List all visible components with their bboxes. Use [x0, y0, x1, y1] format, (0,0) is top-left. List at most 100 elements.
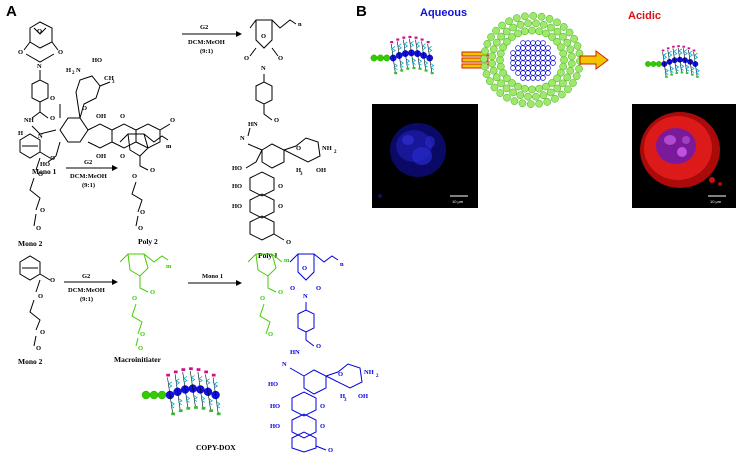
svg-text:N: N — [282, 361, 287, 368]
svg-text:O: O — [260, 295, 265, 302]
macroinitiator-label: Macroinitiater — [114, 355, 162, 364]
poly1-label: Poly 1 — [258, 251, 278, 260]
svg-text:HN: HN — [290, 349, 300, 356]
svg-text:O: O — [36, 345, 41, 352]
micelle — [480, 12, 584, 108]
confocal-image-aqueous: 10 μm — [372, 104, 478, 208]
svg-text:H: H — [296, 167, 301, 174]
svg-text:O: O — [38, 171, 43, 178]
svg-text:O: O — [316, 343, 321, 350]
copy-dox-cartoon — [141, 367, 221, 416]
svg-text:HO: HO — [232, 203, 242, 210]
svg-text:NH: NH — [364, 369, 374, 376]
mono2b-label: Mono 2 — [18, 357, 43, 366]
copy-dox-cartoon-b1 — [370, 35, 435, 75]
svg-text:O: O — [50, 95, 55, 102]
svg-text:m: m — [284, 257, 290, 264]
svg-text:N: N — [261, 65, 266, 72]
svg-text:3: 3 — [300, 172, 303, 177]
svg-text:O: O — [38, 293, 43, 300]
svg-text:N: N — [38, 133, 43, 140]
scale-bar-2: 10 μm — [710, 199, 722, 204]
svg-text:O: O — [132, 173, 137, 180]
reaction-arrow-1: G2 DCM:MeOH (9:1) — [182, 24, 242, 55]
svg-text:3: 3 — [344, 398, 347, 403]
copy-dox-label: COPY-DOX — [196, 443, 236, 452]
svg-text:O: O — [328, 447, 333, 454]
mono2-label: Mono 2 — [18, 239, 43, 248]
svg-text:O: O — [58, 49, 63, 56]
copy-dox-cartoon-b2 — [645, 45, 700, 78]
aqueous-title: Aqueous — [420, 7, 467, 19]
svg-text:O: O — [274, 117, 279, 124]
svg-text:N: N — [303, 293, 308, 300]
mono2b-structure: O O O O — [19, 255, 55, 352]
svg-text:O: O — [320, 423, 325, 430]
svg-text:O: O — [50, 277, 55, 284]
svg-text:O: O — [278, 183, 283, 190]
svg-text:O: O — [338, 371, 343, 378]
svg-text:O: O — [37, 28, 42, 35]
svg-text:HO: HO — [92, 57, 102, 64]
svg-text:HO: HO — [232, 165, 242, 172]
svg-text:NH: NH — [24, 117, 34, 124]
svg-text:HN: HN — [248, 121, 258, 128]
svg-text:O: O — [286, 239, 291, 246]
svg-text:O: O — [82, 105, 87, 112]
svg-text:G2: G2 — [82, 273, 90, 280]
svg-text:O: O — [138, 225, 143, 232]
svg-text:O: O — [290, 285, 295, 292]
reaction-arrow-4: Mono 1 — [188, 273, 242, 286]
svg-text:OH: OH — [316, 167, 326, 174]
svg-text:OH: OH — [358, 393, 368, 400]
svg-text:HO: HO — [268, 381, 278, 388]
svg-text:CH: CH — [104, 75, 114, 82]
svg-text:m: m — [166, 143, 172, 150]
poly1-structure: O n O O N O HN N HO HO O HO O O O NH 2 H… — [232, 19, 337, 246]
svg-text:O: O — [40, 207, 45, 214]
scale-bar-1: 10 μm — [452, 199, 464, 204]
svg-text:O: O — [140, 209, 145, 216]
svg-text:Mono 1: Mono 1 — [202, 273, 223, 280]
poly2-structure: m O O O O — [119, 133, 172, 232]
svg-text:H: H — [18, 130, 23, 137]
svg-text:O: O — [296, 145, 301, 152]
panel-a-letter: A — [6, 3, 17, 20]
svg-text:n: n — [340, 261, 344, 268]
reaction-arrow-3: G2 DCM:MeOH (9:1) — [64, 273, 118, 303]
svg-text:HO: HO — [270, 423, 280, 430]
svg-text:N: N — [240, 135, 245, 142]
svg-text:HO: HO — [232, 183, 242, 190]
acidic-title: Acidic — [628, 10, 661, 22]
svg-text:O: O — [120, 153, 125, 160]
svg-text:N: N — [76, 67, 81, 74]
svg-text:O: O — [120, 113, 125, 120]
svg-text:2: 2 — [334, 150, 337, 155]
svg-text:DCM:MeOH: DCM:MeOH — [68, 287, 105, 294]
poly2-label: Poly 2 — [138, 237, 158, 246]
svg-text:(9:1): (9:1) — [80, 296, 93, 303]
svg-text:N: N — [37, 63, 42, 70]
svg-text:O: O — [18, 49, 23, 56]
svg-text:DCM:MeOH: DCM:MeOH — [70, 173, 107, 180]
svg-text:m: m — [166, 263, 172, 270]
svg-text:3: 3 — [112, 80, 115, 85]
svg-text:2: 2 — [376, 374, 379, 379]
svg-text:O: O — [150, 289, 155, 296]
svg-text:O: O — [261, 33, 266, 40]
reaction-arrow-2: G2 DCM:MeOH (9:1) — [66, 159, 118, 189]
svg-text:(9:1): (9:1) — [200, 48, 213, 55]
panel-b-letter: B — [356, 3, 367, 20]
svg-text:O: O — [278, 289, 283, 296]
svg-text:O: O — [170, 117, 175, 124]
svg-text:O: O — [320, 403, 325, 410]
svg-text:O: O — [140, 331, 145, 338]
svg-text:O: O — [36, 225, 41, 232]
copy-dox-structure: m O O O O n O O N O HN N HO HO O HO O O … — [247, 253, 379, 454]
transition-arrow — [579, 50, 609, 70]
svg-text:O: O — [50, 115, 55, 122]
mono1-label: Mono 1 — [32, 167, 57, 176]
svg-text:O: O — [278, 203, 283, 210]
confocal-image-acidic: 10 μm — [632, 104, 736, 208]
